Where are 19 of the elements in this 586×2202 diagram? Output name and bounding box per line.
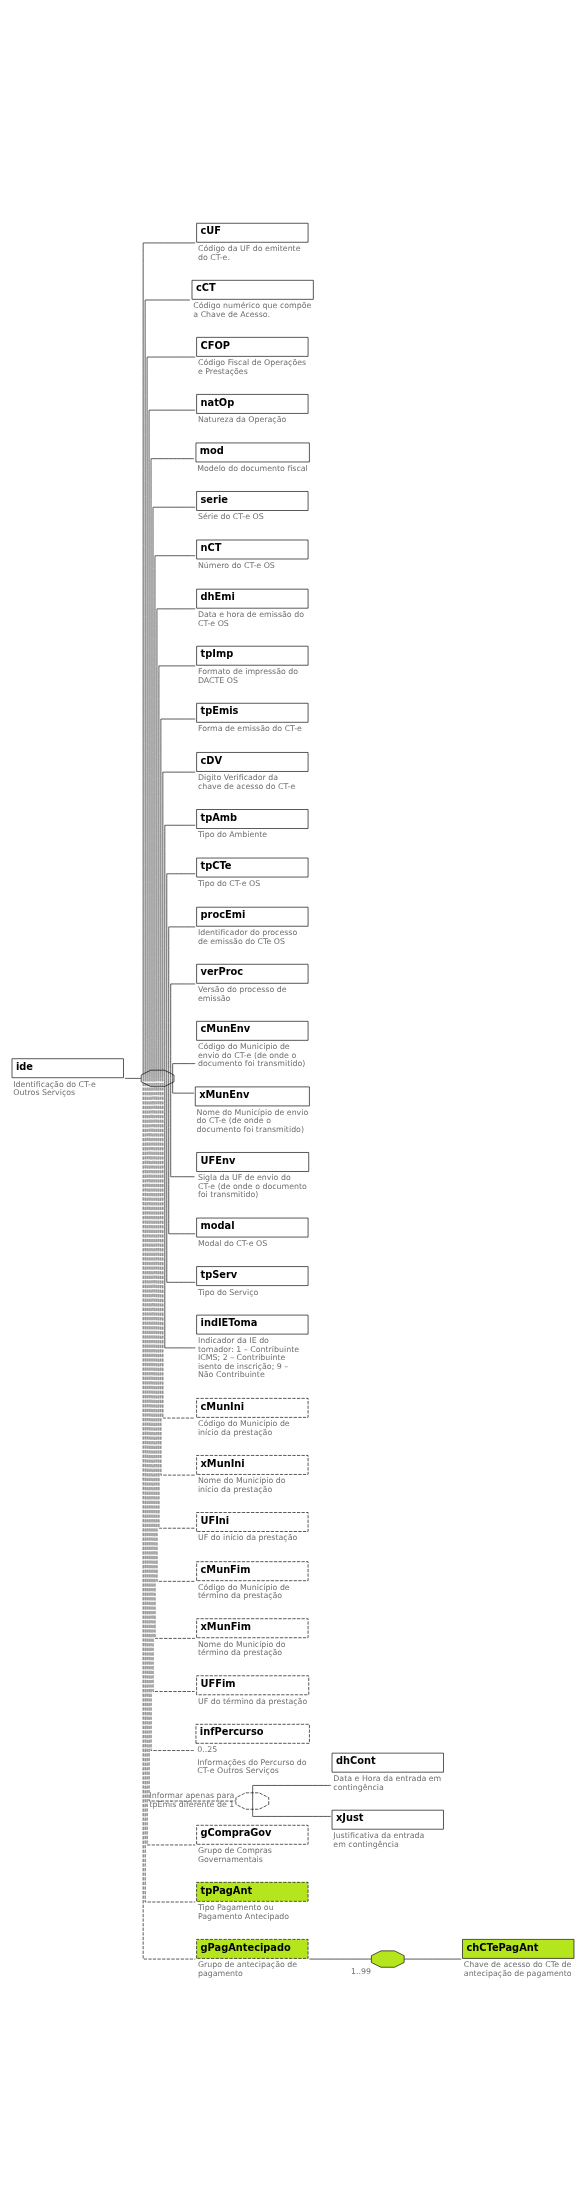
connector [142, 242, 196, 1079]
connector [162, 771, 196, 1079]
connector [252, 1800, 332, 1817]
connector [170, 983, 196, 1079]
node-octagon [371, 1950, 405, 1968]
connector [160, 718, 196, 1079]
connector [403, 1958, 462, 1960]
node-octagon [235, 1792, 270, 1810]
connector [148, 1078, 237, 1802]
connector [170, 1078, 195, 1178]
connector [252, 1785, 332, 1802]
connector [166, 1078, 196, 1283]
connector [144, 299, 191, 1079]
connector [164, 1078, 196, 1349]
connector [172, 1078, 195, 1094]
connector [166, 873, 196, 1079]
connector [164, 824, 196, 1079]
connector [172, 1063, 196, 1079]
connector [158, 665, 196, 1079]
